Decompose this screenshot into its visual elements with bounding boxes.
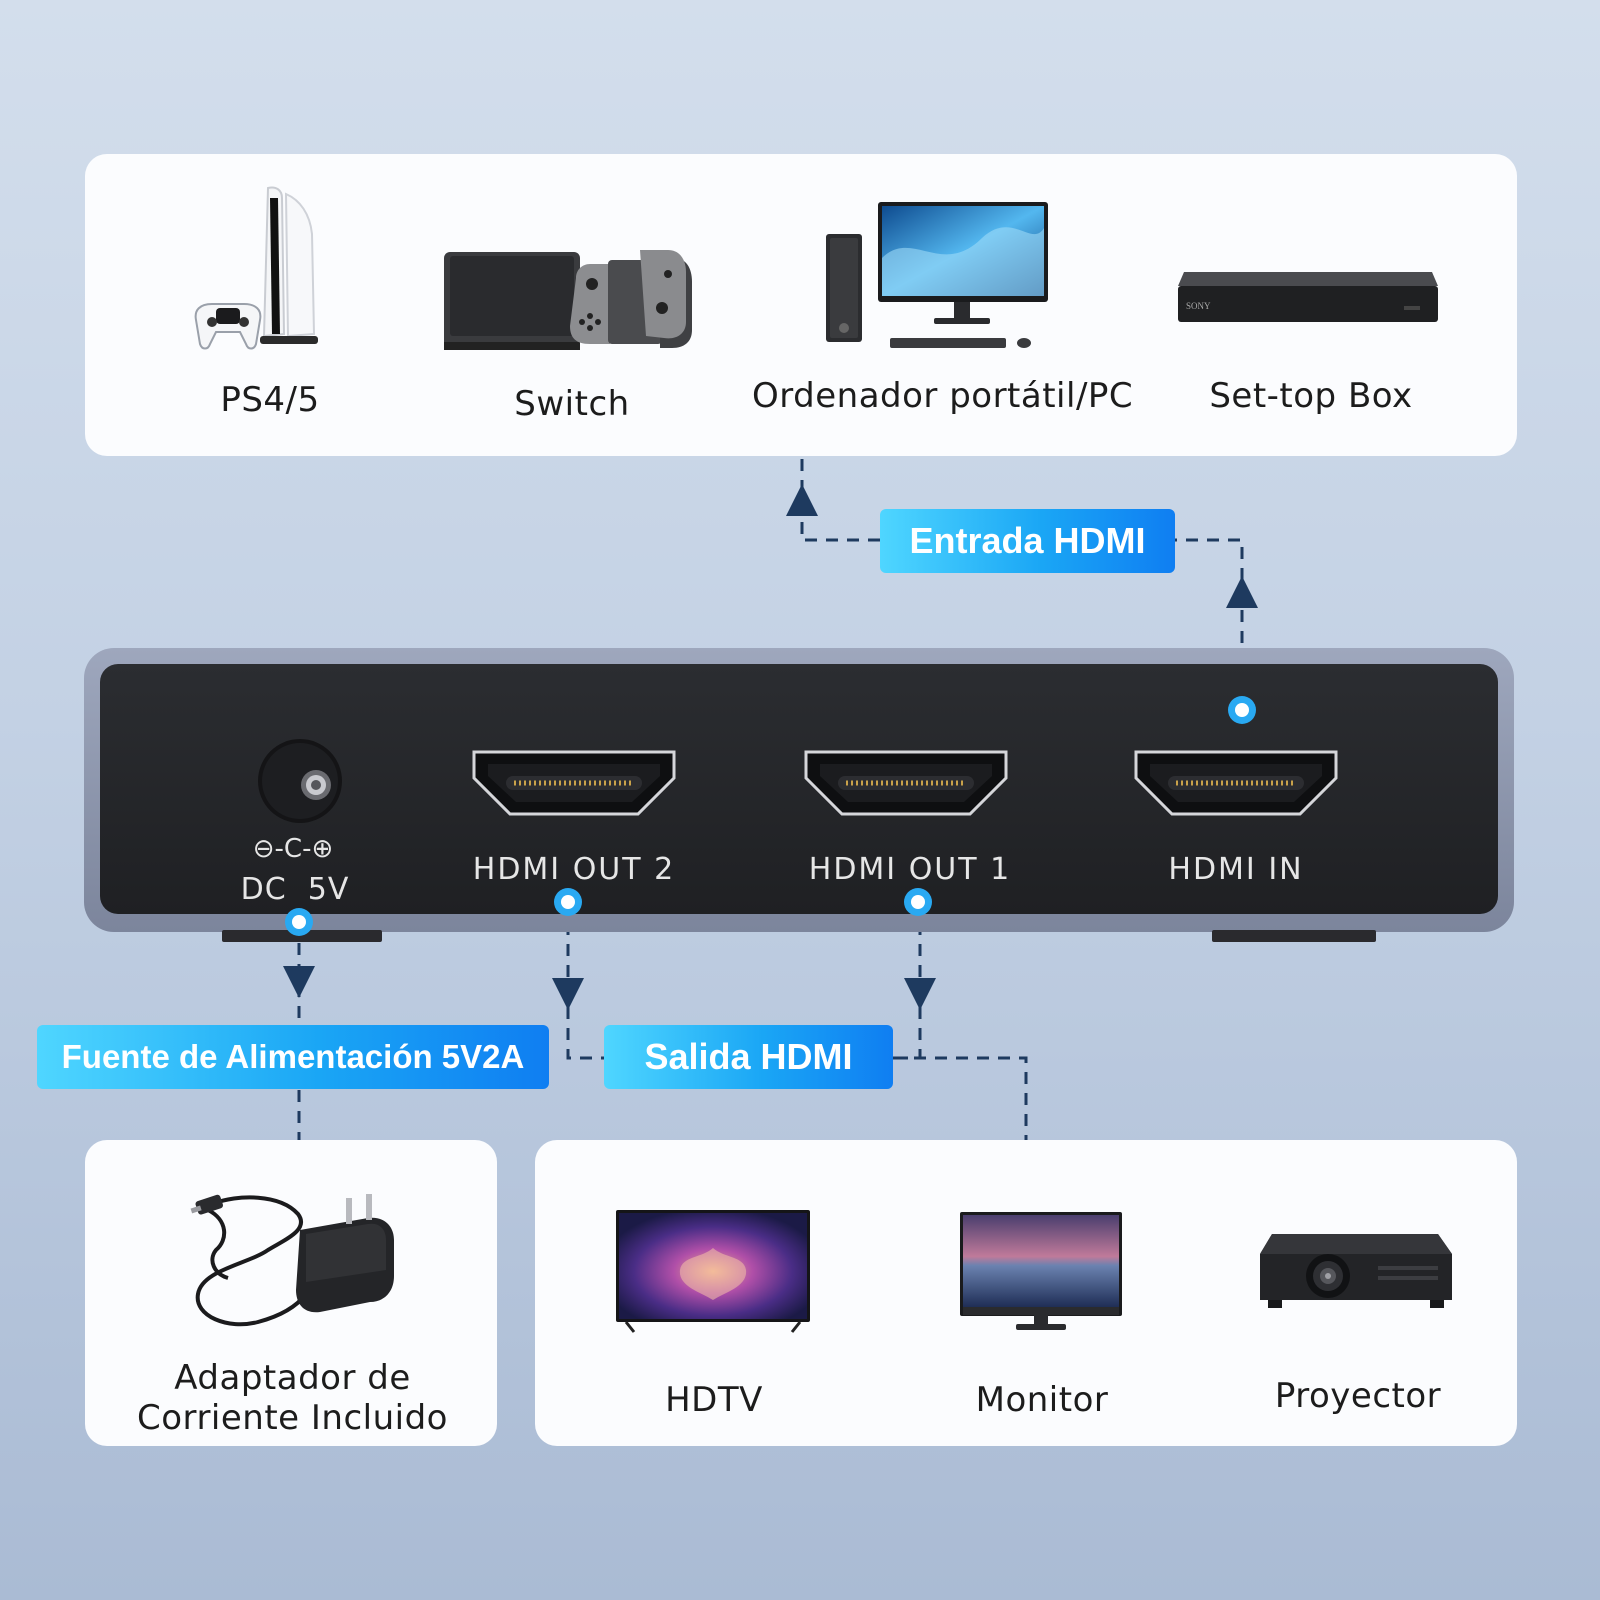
projector-icon: [1260, 1234, 1452, 1308]
display-label-tv: HDTV: [665, 1380, 763, 1420]
panel-foot: [222, 930, 382, 942]
callout-input: Entrada HDMI: [880, 509, 1175, 573]
callout-output: Salida HDMI: [604, 1025, 893, 1089]
source-label-settop: Set-top Box: [1209, 376, 1413, 416]
source-label-switch: Switch: [514, 384, 630, 424]
hdmi-out-1-port[interactable]: [802, 748, 1010, 818]
source-label-pc: Ordenador portátil/PC: [752, 376, 1134, 416]
display-label-projector: Proyector: [1274, 1376, 1442, 1416]
set-top-brand: SONY: [1186, 301, 1211, 311]
hdmi-in-label: HDMI IN: [1168, 852, 1304, 887]
dc-port-label: DC 5V: [240, 872, 350, 907]
display-label-monitor: Monitor: [975, 1380, 1109, 1420]
dc-jack-icon: [258, 739, 342, 823]
set-top-box-icon: SONY: [1178, 272, 1438, 322]
panel-foot: [1212, 930, 1376, 942]
hdmi-out-2-port[interactable]: [470, 748, 678, 818]
power-adapter-label-1: Adaptador de: [174, 1358, 411, 1398]
callout-power: Fuente de Alimentación 5V2A: [37, 1025, 549, 1089]
hdmi-out-2-label: HDMI OUT 2: [472, 852, 676, 887]
console-icon: [194, 186, 318, 350]
power-adapter-card: [85, 1140, 497, 1446]
tv-icon: [616, 1210, 810, 1333]
arrow-down-icon: [904, 978, 936, 1010]
monitor-icon: [960, 1212, 1122, 1330]
arrow-down-icon: [283, 966, 315, 998]
power-adapter-icon: [190, 1194, 394, 1327]
arrow-up-icon: [1226, 576, 1258, 608]
arrow-down-icon: [552, 978, 584, 1010]
dc-polarity-symbol: ⊖-C-⊕: [252, 834, 334, 864]
arrow-up-icon: [786, 484, 818, 516]
power-adapter-label-2: Corriente Incluido: [137, 1398, 448, 1438]
hdmi-out-1-label: HDMI OUT 1: [808, 852, 1012, 887]
handheld-console-icon: [444, 250, 692, 350]
source-label-ps: PS4/5: [220, 380, 320, 420]
desktop-pc-icon: [826, 202, 1048, 348]
hdmi-in-port[interactable]: [1132, 748, 1340, 818]
